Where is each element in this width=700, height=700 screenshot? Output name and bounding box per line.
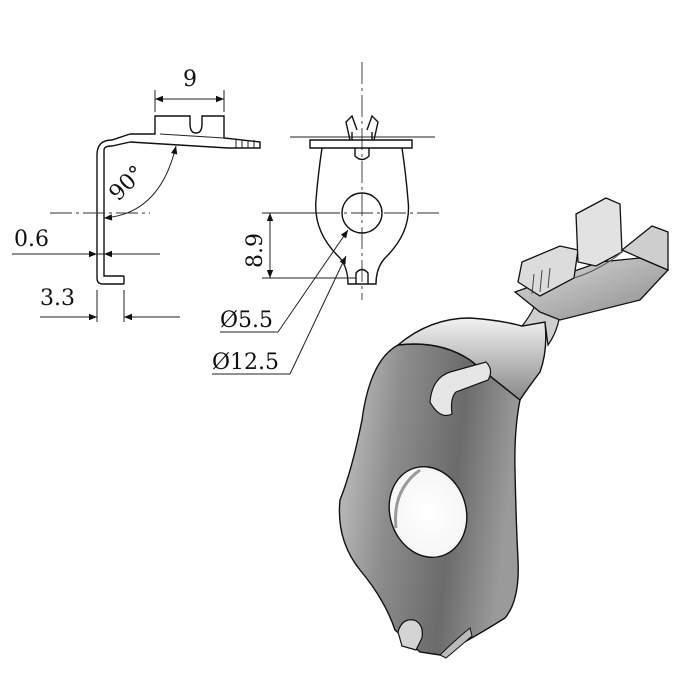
dim-hole-spacing: 8.9	[243, 233, 268, 268]
terminal-tab-right	[575, 197, 623, 267]
dim-bend-offset: 3.3	[40, 286, 75, 311]
dim-eye-diameter: Ø12.5	[212, 350, 279, 375]
bottom-slot	[397, 619, 423, 651]
isometric-view	[338, 197, 670, 659]
dim-hole-diameter: Ø5.5	[220, 308, 273, 333]
terminal-base	[513, 257, 670, 321]
dim-angle: 90°	[105, 161, 150, 206]
terminal-tab-end	[620, 225, 669, 271]
side-view: 9 90° 0.6 3.3	[12, 67, 261, 322]
dim-width-top: 9	[183, 67, 197, 92]
plate-bend	[395, 317, 547, 402]
eye-hole	[388, 466, 468, 558]
upper-slot	[429, 361, 492, 417]
front-view: 8.9 Ø5.5 Ø12.5	[212, 62, 440, 375]
dim-thickness: 0.6	[14, 227, 49, 252]
